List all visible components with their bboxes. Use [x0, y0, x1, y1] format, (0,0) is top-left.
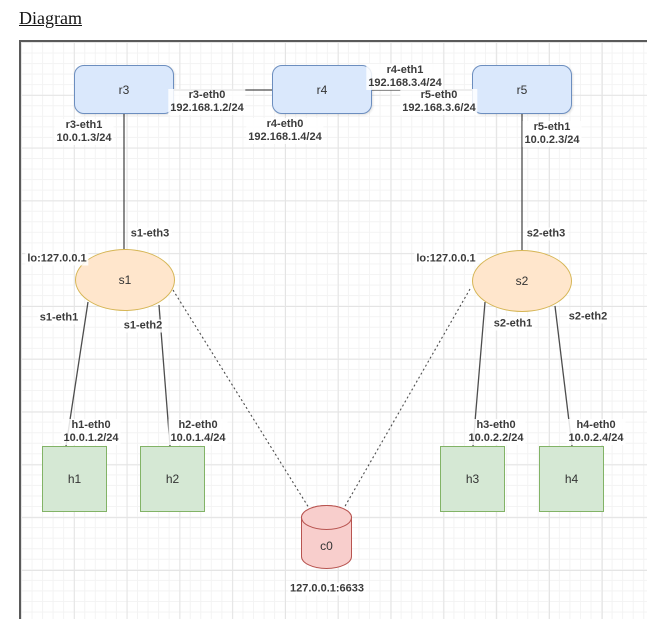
link-label-s1-eth3: s1-eth3 [128, 227, 172, 241]
node-r3[interactable]: r3 [74, 65, 174, 114]
iface-addr: 10.0.2.3/24 [524, 134, 580, 146]
node-h3[interactable]: h3 [440, 446, 505, 512]
iface-addr: 10.0.1.3/24 [56, 132, 112, 144]
iface-name: h2-eth0 [178, 419, 218, 431]
iface-addr: 10.0.2.2/24 [468, 432, 524, 444]
label-c0-address: 127.0.0.1:6633 [287, 582, 367, 596]
iface-name: r4-eth1 [386, 64, 424, 76]
node-r4[interactable]: r4 [272, 65, 372, 114]
link-label-r4-eth0: r4-eth0 192.168.1.4/24 [246, 118, 324, 144]
iface-name: h3-eth0 [476, 419, 516, 431]
link-label-h4-eth0: h4-eth0 10.0.2.4/24 [566, 419, 626, 445]
label-s2-loopback: lo:127.0.0.1 [414, 252, 478, 266]
iface-addr: 192.168.1.2/24 [170, 102, 244, 114]
link-label-s1-eth2: s1-eth2 [121, 319, 165, 333]
iface-addr: 192.168.3.6/24 [402, 102, 476, 114]
node-h1[interactable]: h1 [42, 446, 107, 512]
link-label-h3-eth0: h3-eth0 10.0.2.2/24 [466, 419, 526, 445]
node-c0-label: c0 [320, 539, 333, 553]
iface-addr: 192.168.3.4/24 [368, 77, 442, 89]
link-label-s2-eth3: s2-eth3 [524, 227, 568, 241]
link-label-s1-eth1: s1-eth1 [37, 311, 81, 325]
link-label-s2-eth1: s2-eth1 [491, 317, 535, 331]
iface-name: r3-eth1 [65, 119, 103, 131]
node-h2[interactable]: h2 [140, 446, 205, 512]
link-label-r5-eth1: r5-eth1 10.0.2.3/24 [522, 121, 582, 147]
node-c0-shape[interactable] [301, 505, 352, 569]
cylinder-top [301, 505, 352, 530]
link-label-h1-eth0: h1-eth0 10.0.1.2/24 [61, 419, 121, 445]
node-r5[interactable]: r5 [472, 65, 572, 114]
iface-name: r5-eth0 [420, 89, 458, 101]
iface-name: r5-eth1 [533, 121, 571, 133]
link-label-s2-eth2: s2-eth2 [566, 310, 610, 324]
link-label-r4-eth1: r4-eth1 192.168.3.4/24 [366, 64, 444, 90]
link-label-r3-eth1: r3-eth1 10.0.1.3/24 [54, 119, 114, 145]
node-s2[interactable]: s2 [472, 250, 572, 312]
link-label-r5-eth0: r5-eth0 192.168.3.6/24 [400, 89, 478, 115]
iface-name: r4-eth0 [266, 118, 304, 130]
iface-addr: 10.0.1.4/24 [170, 432, 226, 444]
iface-name: h4-eth0 [576, 419, 616, 431]
link-label-h2-eth0: h2-eth0 10.0.1.4/24 [168, 419, 228, 445]
node-s1[interactable]: s1 [75, 249, 175, 311]
iface-addr: 10.0.1.2/24 [63, 432, 119, 444]
iface-name: h1-eth0 [71, 419, 111, 431]
page-title: Diagram [19, 8, 82, 28]
control-link-s1-c0[interactable] [172, 289, 310, 509]
iface-name: r3-eth0 [188, 89, 226, 101]
label-s1-loopback: lo:127.0.0.1 [25, 252, 89, 266]
link-label-r3-eth0: r3-eth0 192.168.1.2/24 [168, 89, 246, 115]
iface-addr: 10.0.2.4/24 [568, 432, 624, 444]
control-link-s2-c0[interactable] [343, 288, 471, 509]
diagram-canvas[interactable]: r3 r4 r5 s1 s2 h1 h2 h3 h4 c0 r3-eth0 19… [19, 40, 647, 619]
node-h4[interactable]: h4 [539, 446, 604, 512]
iface-addr: 192.168.1.4/24 [248, 131, 322, 143]
